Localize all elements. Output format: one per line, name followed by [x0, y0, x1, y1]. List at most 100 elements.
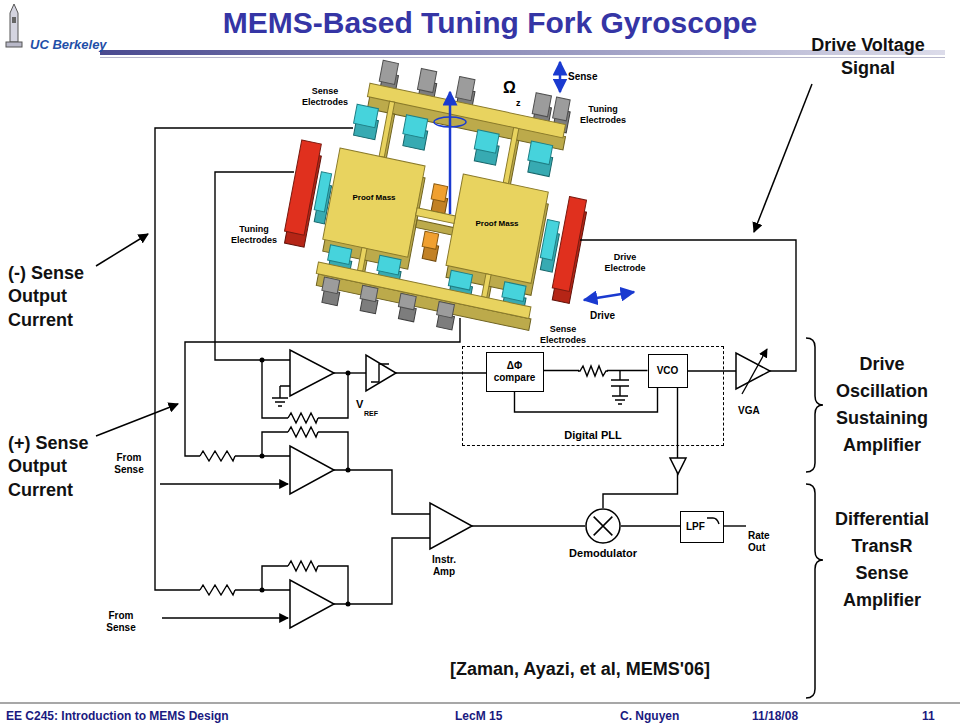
block-label: Instr. Amp — [424, 554, 464, 578]
label-holder: C. Nguyen — [620, 706, 679, 723]
curly-bracket — [806, 338, 823, 472]
junction-dot — [260, 588, 265, 593]
tether — [379, 101, 395, 157]
connector-group — [515, 371, 681, 527]
limiter-step — [371, 364, 389, 382]
anchor-post — [553, 97, 571, 121]
resistor-symbol — [288, 561, 318, 571]
motion-label: Drive — [590, 310, 615, 322]
label-holder: Sense Electrodes — [298, 86, 352, 108]
part-label: Tuning Electrodes — [228, 224, 280, 246]
gyro-sides — [275, 59, 604, 353]
bracket-label: Differential TransR Sense Amplifier — [830, 506, 934, 614]
label-holder: 11 — [922, 706, 935, 723]
label-holder: z — [515, 92, 522, 110]
ground-symbol — [612, 396, 628, 404]
label-holder: REF — [364, 402, 378, 420]
title-holder: MEMS-Based Tuning Fork Gyroscope — [190, 6, 790, 40]
node-text-holder: LPF — [686, 521, 719, 533]
vga-gain-arrow — [742, 349, 767, 394]
drive-sense-wire — [215, 172, 294, 360]
label-holder: EE C245: Introduction to MEMS Design — [6, 706, 229, 723]
footer-text: EE C245: Introduction to MEMS Design — [6, 710, 229, 723]
phase-compare-box: ΔΦ compare — [486, 352, 544, 392]
axis-subscript: z — [515, 98, 522, 108]
node-text-holder: Demodulator — [569, 547, 637, 560]
anchor-post — [456, 77, 475, 101]
label-holder: Rate Out — [748, 530, 782, 554]
junction-dots — [260, 358, 351, 607]
gyro-structure — [275, 47, 604, 341]
signal-wire — [621, 525, 680, 526]
label-holder: Tuning Electrodes — [228, 224, 280, 246]
label-holder: (+) Sense Output Current — [8, 432, 108, 502]
node-text-holder: Digital PLL — [463, 429, 723, 442]
bracket-label: Drive Oscillation Sustaining Amplifier — [830, 351, 934, 459]
node-text-holder: VCO — [653, 365, 683, 377]
label-holder: Tuning Electrodes — [576, 104, 630, 126]
junction-dot — [260, 358, 265, 363]
callout-arrow — [754, 84, 812, 232]
part-label: Proof Mass — [350, 193, 398, 202]
callout-text: Drive Voltage Signal — [798, 34, 938, 79]
part-label: Proof Mass — [473, 219, 521, 228]
tower-base — [6, 42, 22, 47]
slide-title: MEMS-Based Tuning Fork Gyroscope — [223, 6, 758, 39]
mixer-circle — [586, 509, 620, 543]
sense-electrode — [474, 130, 499, 154]
tether — [358, 247, 367, 271]
signal-subscript: REF — [364, 410, 378, 418]
label-holder: [Zaman, Ayazi, et al, MEMS'06] — [450, 659, 710, 680]
label-holder: Sense — [568, 66, 597, 84]
title-bar-line — [100, 57, 945, 58]
tuning-electrode — [540, 220, 559, 261]
resistor-symbol — [200, 451, 235, 461]
node-text-holder: ΔΦ compare — [491, 360, 539, 384]
footer-rule — [0, 702, 960, 704]
tuning-pad — [431, 184, 447, 202]
resistors — [200, 364, 608, 595]
label-holder: Drive Oscillation Sustaining Amplifier — [830, 351, 934, 459]
drive-electrode — [552, 197, 586, 292]
proof-mass — [323, 148, 425, 257]
sense-electrode — [377, 255, 401, 275]
label-holder: Instr. Amp — [424, 554, 464, 578]
signal-label: V — [356, 398, 363, 411]
label-holder: (-) Sense Output Current — [8, 262, 108, 332]
drive-electrode — [285, 140, 322, 235]
rotation-ring — [434, 117, 466, 127]
label-holder: UC Berkeley — [30, 35, 107, 53]
label-holder: Proof Mass — [350, 193, 398, 202]
vga-symbol — [736, 353, 770, 389]
label-holder: From Sense — [108, 452, 150, 476]
demodulator-mixer: Demodulator — [585, 508, 621, 544]
anchor-post — [417, 68, 436, 92]
node-text: ΔΦ compare — [491, 360, 539, 384]
sense-electrode — [328, 245, 352, 265]
drive-motion-arrow — [584, 292, 634, 300]
sense-electrode — [448, 270, 472, 290]
axis-label: Ω — [502, 79, 517, 97]
tuning-electrode — [314, 172, 331, 212]
anchor-post — [398, 293, 416, 310]
callout-text: (+) Sense Output Current — [8, 432, 108, 502]
buffer-symbol — [670, 458, 686, 474]
front-beam — [316, 262, 531, 318]
resistor-symbol — [200, 585, 235, 595]
anchor-post — [532, 93, 551, 117]
drive-voltage-wire — [580, 240, 796, 371]
label-holder: VGA — [738, 400, 760, 418]
node-text: Digital PLL — [463, 429, 723, 442]
callout-arrow — [96, 404, 178, 436]
tether — [503, 127, 519, 183]
vco-output-wire — [688, 370, 736, 371]
footer-text: C. Nguyen — [620, 710, 679, 723]
mixer-cross — [594, 517, 613, 536]
resistor-symbol — [578, 366, 608, 376]
circuit-wires — [155, 128, 796, 618]
mixer-symbol — [585, 508, 621, 544]
input-arrow — [162, 617, 288, 618]
signal-wire — [603, 388, 678, 509]
proof-mass — [446, 174, 548, 283]
